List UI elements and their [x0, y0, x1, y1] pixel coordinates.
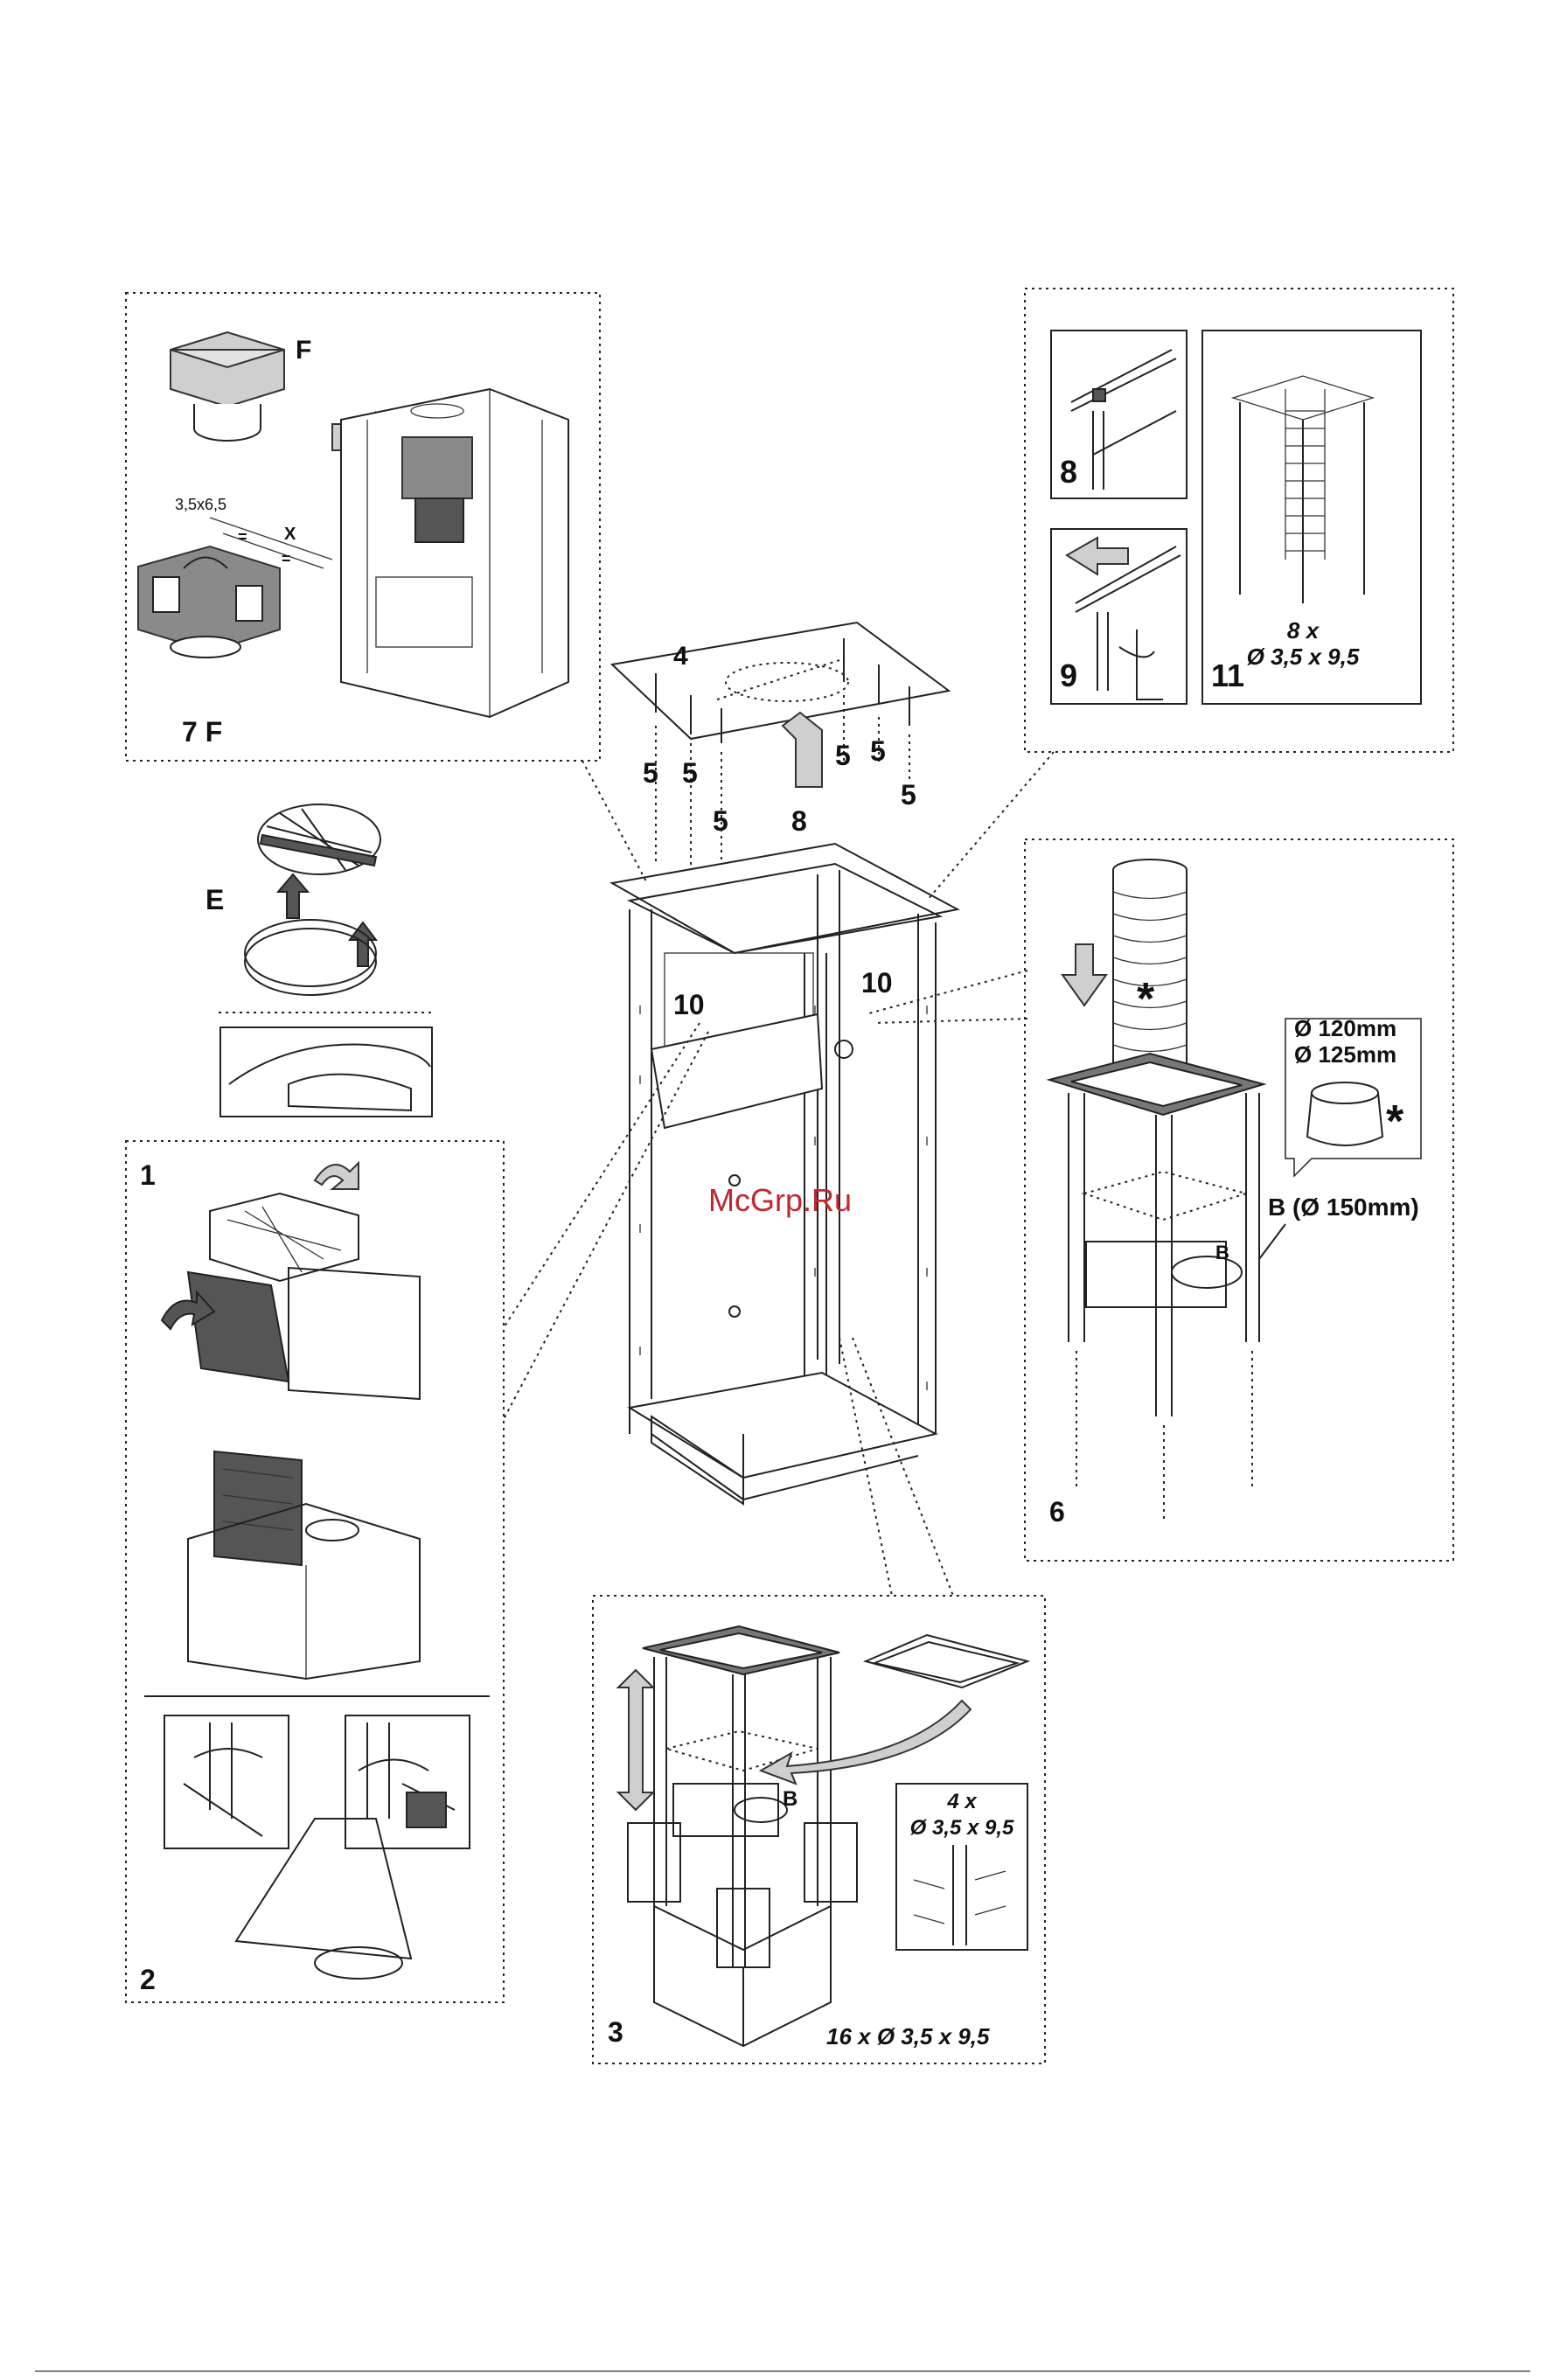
panel-3-b-label: B [783, 1787, 797, 1811]
ring [245, 920, 376, 986]
height-adjust-arrow [618, 1670, 653, 1810]
ceiling-plate [612, 623, 949, 739]
panel-e: E [205, 804, 433, 1117]
panel-1-2: 1 2 [126, 1141, 504, 2002]
panel-7f-label: 7 F [182, 716, 222, 748]
label-4: 4 [673, 642, 688, 671]
up-arrow-1 [278, 874, 308, 918]
panel-9-label: 9 [1060, 658, 1077, 693]
label-8: 8 [791, 805, 807, 837]
dim-eq-label-2: = [282, 550, 291, 567]
panel-3-inset-count: 4 x [946, 1790, 978, 1813]
watermark: McGrp.Ru [708, 1182, 852, 1218]
screw-size-label: 3,5x6,5 [175, 496, 226, 513]
lift-arrow [1067, 538, 1128, 574]
chimney-frame: 10 10 McGrp.Ru [612, 844, 958, 1504]
label-5-b: 5 [682, 757, 698, 789]
panel-9: 9 [1051, 529, 1187, 704]
label-5-c: 5 [713, 805, 728, 837]
label-10-b: 10 [861, 967, 893, 999]
panel-3-inset-size: Ø 3,5 x 9,5 [910, 1816, 1014, 1840]
lower-box-top [630, 1373, 936, 1478]
panel-8-9-11: 8 9 8 x Ø 3,5 x 9,5 11 [1025, 289, 1453, 752]
panel-8-label: 8 [1060, 454, 1077, 490]
panel-6: * B Ø 120mm Ø 125mm * B (Ø 150mm) 6 [1025, 839, 1453, 1561]
panel-7f: F 3,5x6,5 X = = 7 F [126, 293, 600, 761]
label-f: F [296, 336, 311, 365]
label-5-f: 5 [901, 779, 916, 811]
label-5-d: 5 [835, 740, 851, 771]
label-5-a: 5 [643, 757, 658, 789]
step-2: 2 [140, 1715, 470, 1995]
dim-x-label: X [284, 525, 296, 544]
panel-6-b-inner: B [1215, 1242, 1229, 1263]
duct-asterisk: * [1137, 974, 1155, 1025]
dim-eq-label-1: = [238, 528, 247, 546]
panel-11-label: 11 [1211, 658, 1244, 693]
step-1-top [162, 1163, 420, 1399]
panel-3-screws: 16 x Ø 3,5 x 9,5 [826, 2023, 990, 2049]
panel-3-label: 3 [608, 2016, 623, 2048]
panel-11-size: Ø 3,5 x 9,5 [1247, 644, 1360, 670]
adapter-asterisk: * [1386, 1096, 1404, 1147]
panel-11-count: 8 x [1287, 617, 1320, 644]
panel-2-label: 2 [140, 1964, 156, 1995]
panel-6-b-label: B (Ø 150mm) [1268, 1193, 1419, 1221]
panel-1-label: 1 [140, 1159, 156, 1191]
down-arrow [1062, 944, 1106, 1006]
ceiling-plate-group: 4 8 5 5 5 5 5 5 [612, 623, 949, 874]
label-5-e: 5 [870, 735, 886, 767]
diameter-125: Ø 125mm [1294, 1041, 1396, 1068]
step-1-bottom [188, 1451, 420, 1679]
dark-adapter-illustration [138, 546, 280, 658]
flex-duct [1113, 859, 1187, 1082]
panel-e-label: E [205, 884, 224, 915]
panel-8: 8 [1051, 331, 1187, 498]
label-10-a: 10 [673, 989, 705, 1020]
chimney-sketch [341, 389, 568, 717]
panel-3: B 4 x Ø 3,5 x 9,5 3 16 x Ø 3,5 x 9,5 [593, 1596, 1045, 2063]
adapter-f-illustration [171, 332, 284, 441]
panel-11: 8 x Ø 3,5 x 9,5 11 [1202, 331, 1421, 704]
plate-arrow [783, 713, 822, 787]
panel-6-label: 6 [1049, 1496, 1065, 1528]
